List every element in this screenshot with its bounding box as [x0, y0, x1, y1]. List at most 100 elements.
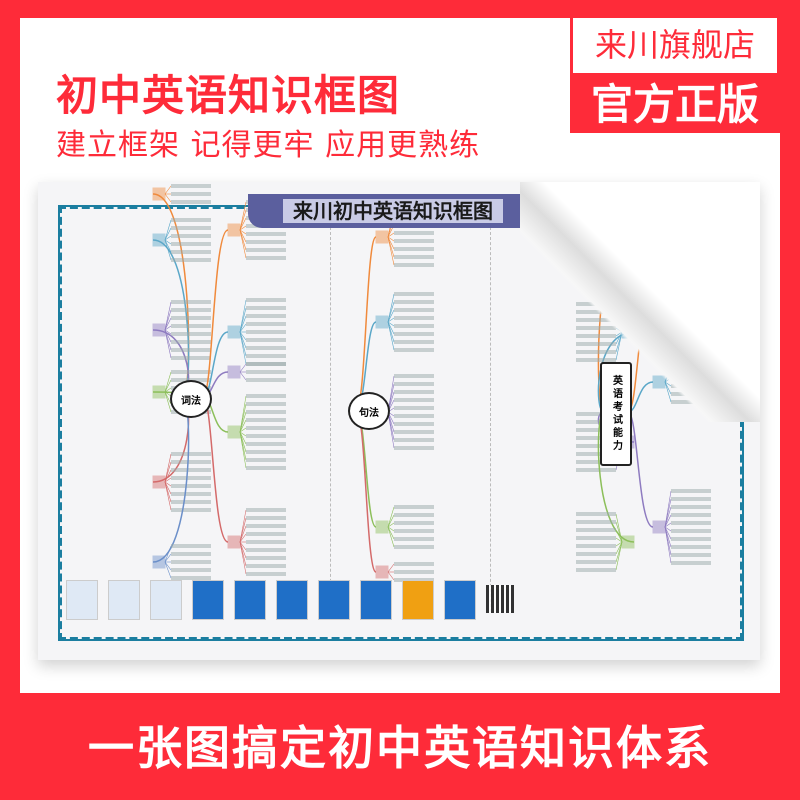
leaf-text	[246, 418, 286, 422]
leaf-connector	[164, 239, 172, 261]
leaf-text	[246, 248, 286, 252]
leaf-connector	[239, 217, 247, 231]
leaf-text	[246, 256, 286, 260]
book-thumbnail	[192, 580, 224, 620]
leaf-connector	[164, 453, 172, 483]
leaf-text	[246, 322, 286, 326]
leaf-text	[171, 234, 211, 238]
leaf-connector	[239, 427, 247, 433]
branch-node	[375, 520, 389, 534]
leaf-text	[171, 226, 211, 230]
leaf-text	[246, 466, 286, 470]
branch-node	[152, 475, 166, 489]
leaf-connector	[239, 331, 247, 365]
leaf-text	[671, 513, 711, 517]
leaf-text	[576, 420, 616, 424]
leaf-text	[171, 332, 211, 336]
leaf-connector	[615, 541, 623, 571]
leaf-text	[576, 568, 616, 572]
book-thumbnail	[444, 580, 476, 620]
store-name: 来川旗舰店	[573, 18, 777, 73]
leaf-text	[394, 414, 434, 418]
section-divider	[490, 227, 491, 612]
leaf-text	[394, 545, 434, 549]
leaf-text	[671, 553, 711, 557]
leaf-text	[394, 316, 434, 320]
leaf-text	[171, 356, 211, 360]
leaf-text	[576, 436, 616, 440]
leaf-text	[394, 406, 434, 410]
leaf-connector	[164, 329, 172, 335]
leaf-text	[171, 476, 211, 480]
branch-node	[152, 323, 166, 337]
leaf-text	[171, 348, 211, 352]
branch-node	[152, 187, 166, 201]
leaf-connector	[387, 232, 395, 238]
leaf-text	[246, 532, 286, 536]
leaf-text	[246, 314, 286, 318]
leaf-text	[576, 528, 616, 532]
leaf-text	[246, 378, 286, 382]
leaf-connector	[239, 525, 247, 543]
book-thumbnail	[360, 580, 392, 620]
leaf-connector	[664, 506, 672, 528]
leaf-text	[171, 192, 211, 196]
branch-line	[355, 409, 377, 573]
leaf-connector	[239, 431, 247, 437]
leaf-connector	[387, 321, 395, 351]
branch-node	[227, 223, 241, 237]
leaf-text	[394, 374, 434, 378]
leaf-text	[394, 438, 434, 442]
leaf-connector	[615, 521, 623, 543]
leaf-text	[246, 298, 286, 302]
leaf-text	[671, 489, 711, 493]
book-thumbnail	[234, 580, 266, 620]
leaf-text	[171, 200, 211, 204]
book-thumbnails	[66, 580, 514, 620]
branch-node	[621, 535, 635, 549]
leaf-text	[246, 410, 286, 414]
leaf-connector	[387, 411, 395, 449]
leaf-connector	[387, 522, 395, 528]
leaf-connector	[239, 541, 247, 575]
leaf-text	[246, 370, 286, 374]
leaf-text	[246, 426, 286, 430]
leaf-text	[671, 561, 711, 565]
branch-node	[152, 385, 166, 399]
book-thumbnail	[276, 580, 308, 620]
leaf-connector	[387, 563, 395, 573]
leaf-connector	[164, 561, 172, 571]
poster-title-banner: 来川初中英语知识框图	[248, 194, 538, 228]
leaf-connector	[239, 431, 247, 445]
leaf-connector	[239, 201, 247, 231]
leaf-text	[394, 308, 434, 312]
leaf-connector	[164, 317, 172, 331]
leaf-text	[171, 568, 211, 572]
leaf-connector	[164, 329, 172, 343]
leaf-text	[246, 346, 286, 350]
leaf-text	[246, 240, 286, 244]
book-thumbnail	[108, 580, 140, 620]
leaf-connector	[664, 498, 672, 528]
leaf-connector	[387, 236, 395, 242]
leaf-text	[671, 545, 711, 549]
footer-slogan: 一张图搞定初中英语知识体系	[88, 721, 712, 775]
leaf-text	[246, 330, 286, 334]
leaf-connector	[239, 331, 247, 349]
leaf-text	[576, 536, 616, 540]
leaf-text	[171, 484, 211, 488]
branch-node	[152, 233, 166, 247]
leaf-connector	[387, 514, 395, 528]
leaf-connector	[239, 533, 247, 543]
leaf-text	[246, 402, 286, 406]
leaf-connector	[239, 307, 247, 333]
leaf-text	[246, 524, 286, 528]
book-thumbnail	[66, 580, 98, 620]
leaf-text	[394, 505, 434, 509]
leaf-text	[576, 560, 616, 564]
book-thumbnail	[150, 580, 182, 620]
poster-image: 来川初中英语知识框图 词法 句法 英语考试能力	[38, 182, 760, 660]
leaf-text	[394, 513, 434, 517]
branch-line	[355, 236, 377, 411]
leaf-text	[246, 450, 286, 454]
